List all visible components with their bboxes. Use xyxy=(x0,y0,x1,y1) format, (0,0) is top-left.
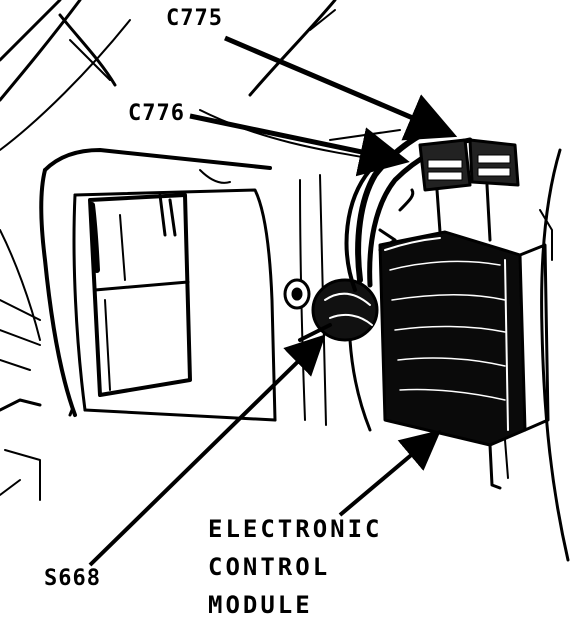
label-ecm-line2: CONTROL xyxy=(208,553,331,581)
connectors xyxy=(418,138,520,242)
arrow-s668 xyxy=(88,334,326,567)
label-c776: C776 xyxy=(128,101,185,126)
leader-arrows xyxy=(88,35,458,567)
vehicle-structure xyxy=(0,0,570,562)
ecm-module xyxy=(378,230,550,490)
arrow-c775 xyxy=(224,35,458,141)
kick-panel xyxy=(39,148,327,426)
label-ecm-line3: MODULE xyxy=(208,591,313,619)
arrow-c776 xyxy=(189,113,410,177)
label-ecm-line1: ELECTRONIC xyxy=(208,515,383,543)
arrow-ecm xyxy=(338,429,442,517)
label-c775: C775 xyxy=(166,6,223,31)
label-ecm: ELECTRONIC CONTROL MODULE xyxy=(208,510,383,624)
label-s668: S668 xyxy=(44,566,101,591)
